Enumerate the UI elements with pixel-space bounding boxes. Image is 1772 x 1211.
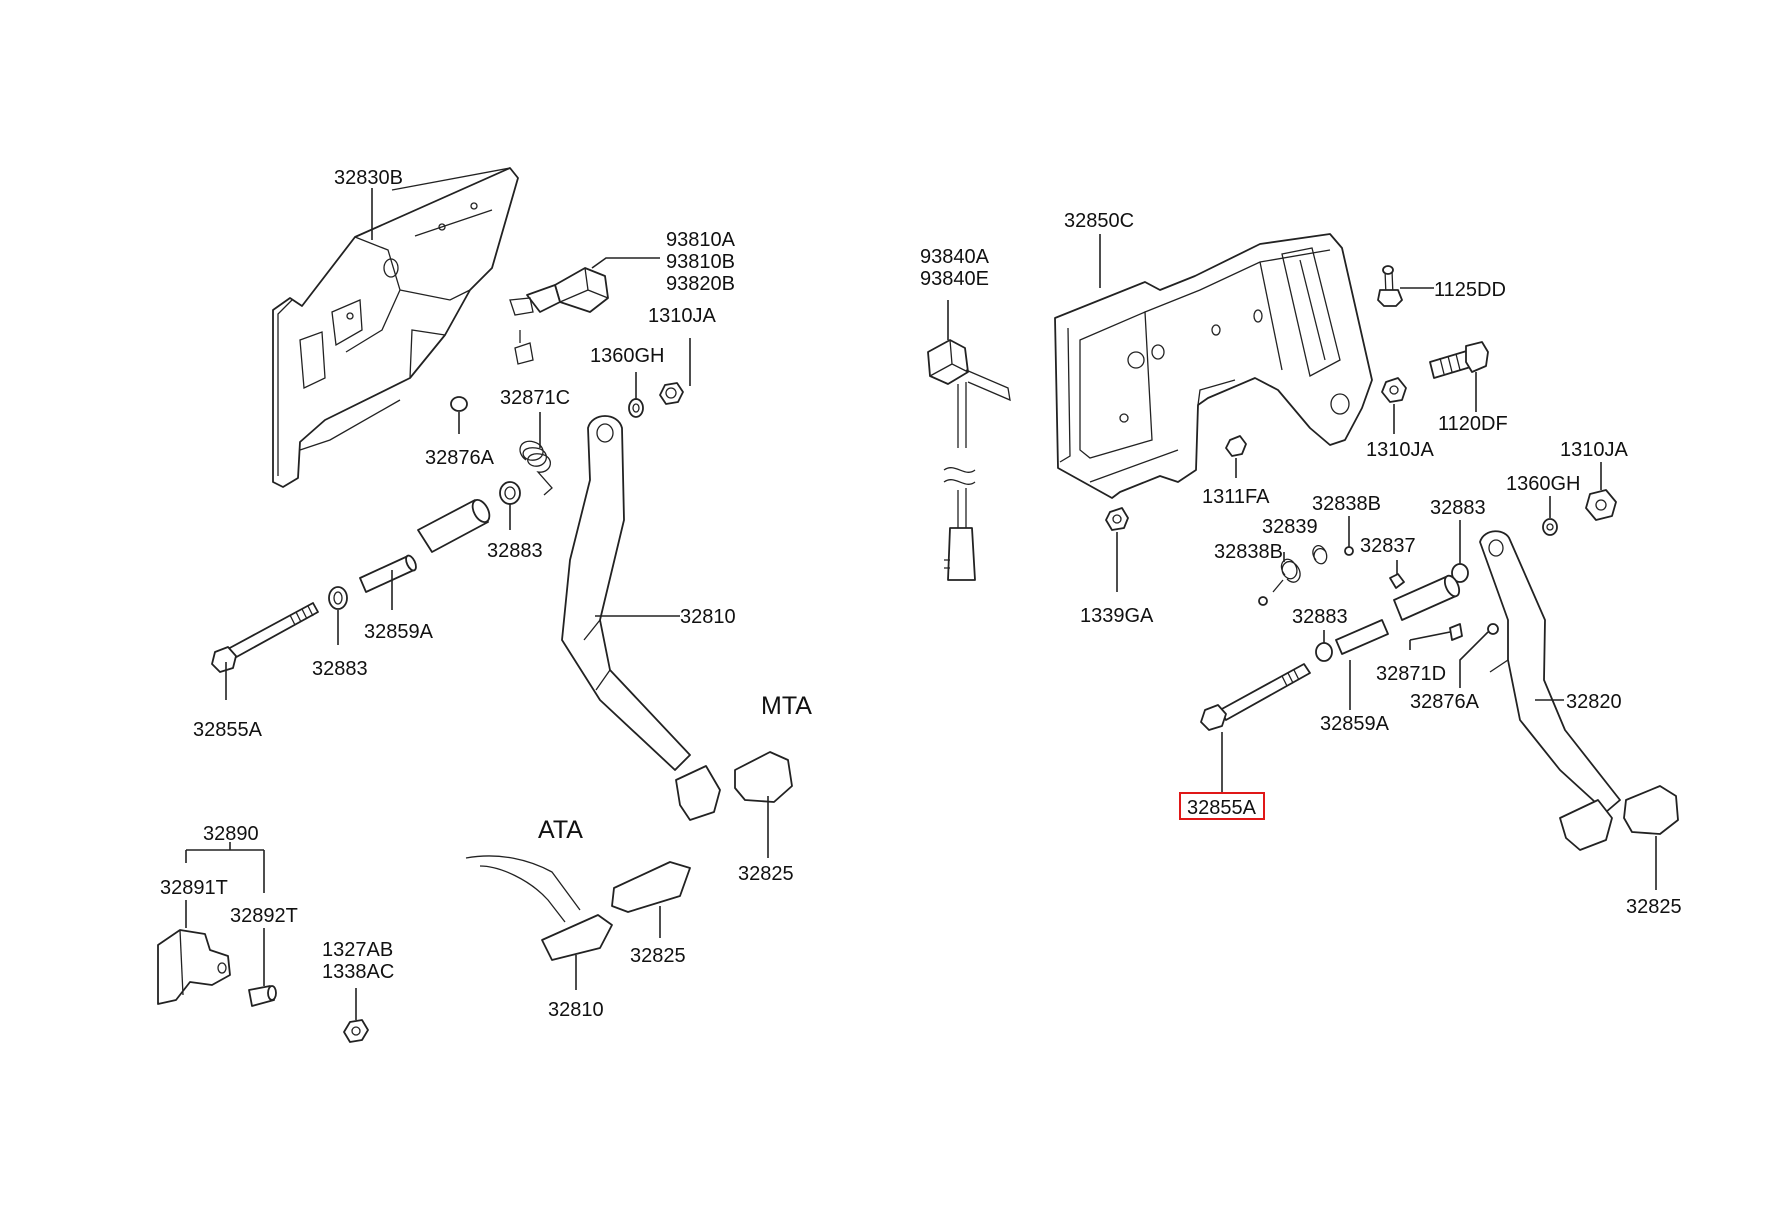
nut-1327AB[interactable] <box>343 1019 369 1043</box>
pin-32892T[interactable] <box>248 985 277 1007</box>
label-32876A: 32876A <box>425 447 495 469</box>
label-1327AB: 1327AB <box>322 939 393 961</box>
spring-32839[interactable] <box>1272 545 1328 593</box>
part-32837[interactable] <box>1389 573 1405 589</box>
right-leader-lines <box>947 234 1657 890</box>
bolt-32855A-right[interactable] <box>1200 663 1311 731</box>
pedal-pad-32825-mta[interactable] <box>734 751 793 803</box>
label-32871D: 32871D <box>1376 663 1446 685</box>
nut-1310JA-left[interactable] <box>659 382 684 405</box>
bolt-1125DD[interactable] <box>1377 265 1403 307</box>
highlight-box-32855A <box>1179 792 1265 820</box>
label-32883-top: 32883 <box>487 540 543 562</box>
label-1120DF: 1120DF <box>1438 413 1508 435</box>
spring-32871C[interactable] <box>519 440 553 496</box>
variant-ata: ATA <box>538 816 583 844</box>
label-1310JA-right: 1310JA <box>1560 439 1628 461</box>
label-32838B-a: 32838B <box>1312 493 1381 515</box>
label-32891T: 32891T <box>160 877 228 899</box>
bracket-32830B[interactable] <box>272 167 519 488</box>
stopper-32876A-left[interactable] <box>450 396 468 412</box>
label-32820: 32820 <box>1566 691 1622 713</box>
label-93840A: 93840A <box>920 246 990 268</box>
stopper-32876A-right[interactable] <box>1487 623 1499 635</box>
pedal-arm-32810-mta[interactable] <box>561 415 721 821</box>
label-32825-right: 32825 <box>1626 896 1682 918</box>
label-93840E: 93840E <box>920 268 989 290</box>
label-32838B-b: 32838B <box>1214 541 1283 563</box>
label-1125DD: 1125DD <box>1434 279 1506 301</box>
label-32810-mta: 32810 <box>680 606 736 628</box>
label-93810B: 93810B <box>666 251 735 273</box>
nut-1311FA[interactable] <box>1225 435 1247 457</box>
label-32876A-right: 32876A <box>1410 691 1480 713</box>
pedal-arm-32820[interactable] <box>1479 530 1621 851</box>
label-32850C: 32850C <box>1064 210 1134 232</box>
nut-1339GA[interactable] <box>1105 507 1129 531</box>
label-32892T: 32892T <box>230 905 298 927</box>
label-1310JA: 1310JA <box>648 305 716 327</box>
label-32830B: 32830B <box>334 167 403 189</box>
sleeve-32859A-right[interactable] <box>1335 619 1389 655</box>
collar-sleeve-left[interactable] <box>417 497 493 553</box>
label-1360GH: 1360GH <box>590 345 665 367</box>
label-32871C: 32871C <box>500 387 570 409</box>
label-32883-right-upper: 32883 <box>1430 497 1486 519</box>
label-1310JA-upper: 1310JA <box>1366 439 1434 461</box>
left-leader-lines <box>185 188 769 1020</box>
label-32883-mid: 32883 <box>312 658 368 680</box>
pedal-arm-32810-ata[interactable] <box>465 855 613 961</box>
label-32883-right-lower: 32883 <box>1292 606 1348 628</box>
bolt-32855A-left[interactable] <box>211 602 319 673</box>
label-32810-ata: 32810 <box>548 999 604 1021</box>
label-93820B: 93820B <box>666 273 735 295</box>
label-1339GA: 1339GA <box>1080 605 1154 627</box>
bush-32883-right-lower[interactable] <box>1315 642 1333 662</box>
label-32825-mta: 32825 <box>738 863 794 885</box>
label-1338AC: 1338AC <box>322 961 394 983</box>
label-32855A-right: 32855A <box>1187 797 1257 819</box>
label-32839: 32839 <box>1262 516 1318 538</box>
bush-32883-top[interactable] <box>499 481 521 505</box>
bracket-32891T[interactable] <box>157 929 231 1005</box>
label-32837: 32837 <box>1360 535 1416 557</box>
label-93810A: 93810A <box>666 229 736 251</box>
label-1311FA: 1311FA <box>1202 486 1270 508</box>
clip-32838B-b[interactable] <box>1258 596 1268 606</box>
left-labels: 32830B 93810A 93810B 93820B 1310JA 1360G… <box>160 167 812 1021</box>
pedal-pad-32825-right[interactable] <box>1623 785 1679 835</box>
washer-1360GH-left[interactable] <box>628 398 644 418</box>
label-1360GH-right: 1360GH <box>1506 473 1581 495</box>
part-32871D[interactable] <box>1449 623 1463 641</box>
label-32859A-right: 32859A <box>1320 713 1390 735</box>
label-32825-ata: 32825 <box>630 945 686 967</box>
right-labels: 93840A 93840E 32850C 1125DD 1120DF 1310J… <box>920 210 1682 918</box>
switch-93840[interactable] <box>927 339 1011 581</box>
brake-switch-93810[interactable] <box>509 267 609 365</box>
label-32890: 32890 <box>203 823 259 845</box>
variant-mta: MTA <box>761 692 812 720</box>
washer-1360GH-right[interactable] <box>1542 518 1558 536</box>
label-32855A: 32855A <box>193 719 263 741</box>
clip-32838B-a[interactable] <box>1344 546 1354 556</box>
nut-1310JA-upper[interactable] <box>1381 377 1407 403</box>
bracket-32850C[interactable] <box>1054 233 1373 499</box>
label-32859A: 32859A <box>364 621 434 643</box>
bolt-1120DF[interactable] <box>1429 341 1489 379</box>
sleeve-32859A-left[interactable] <box>359 554 418 593</box>
pedal-pad-32825-ata[interactable] <box>611 861 691 913</box>
collar-sleeve-right[interactable] <box>1393 573 1462 621</box>
bush-32883-mid[interactable] <box>328 586 348 610</box>
nut-1310JA-right[interactable] <box>1585 489 1617 521</box>
